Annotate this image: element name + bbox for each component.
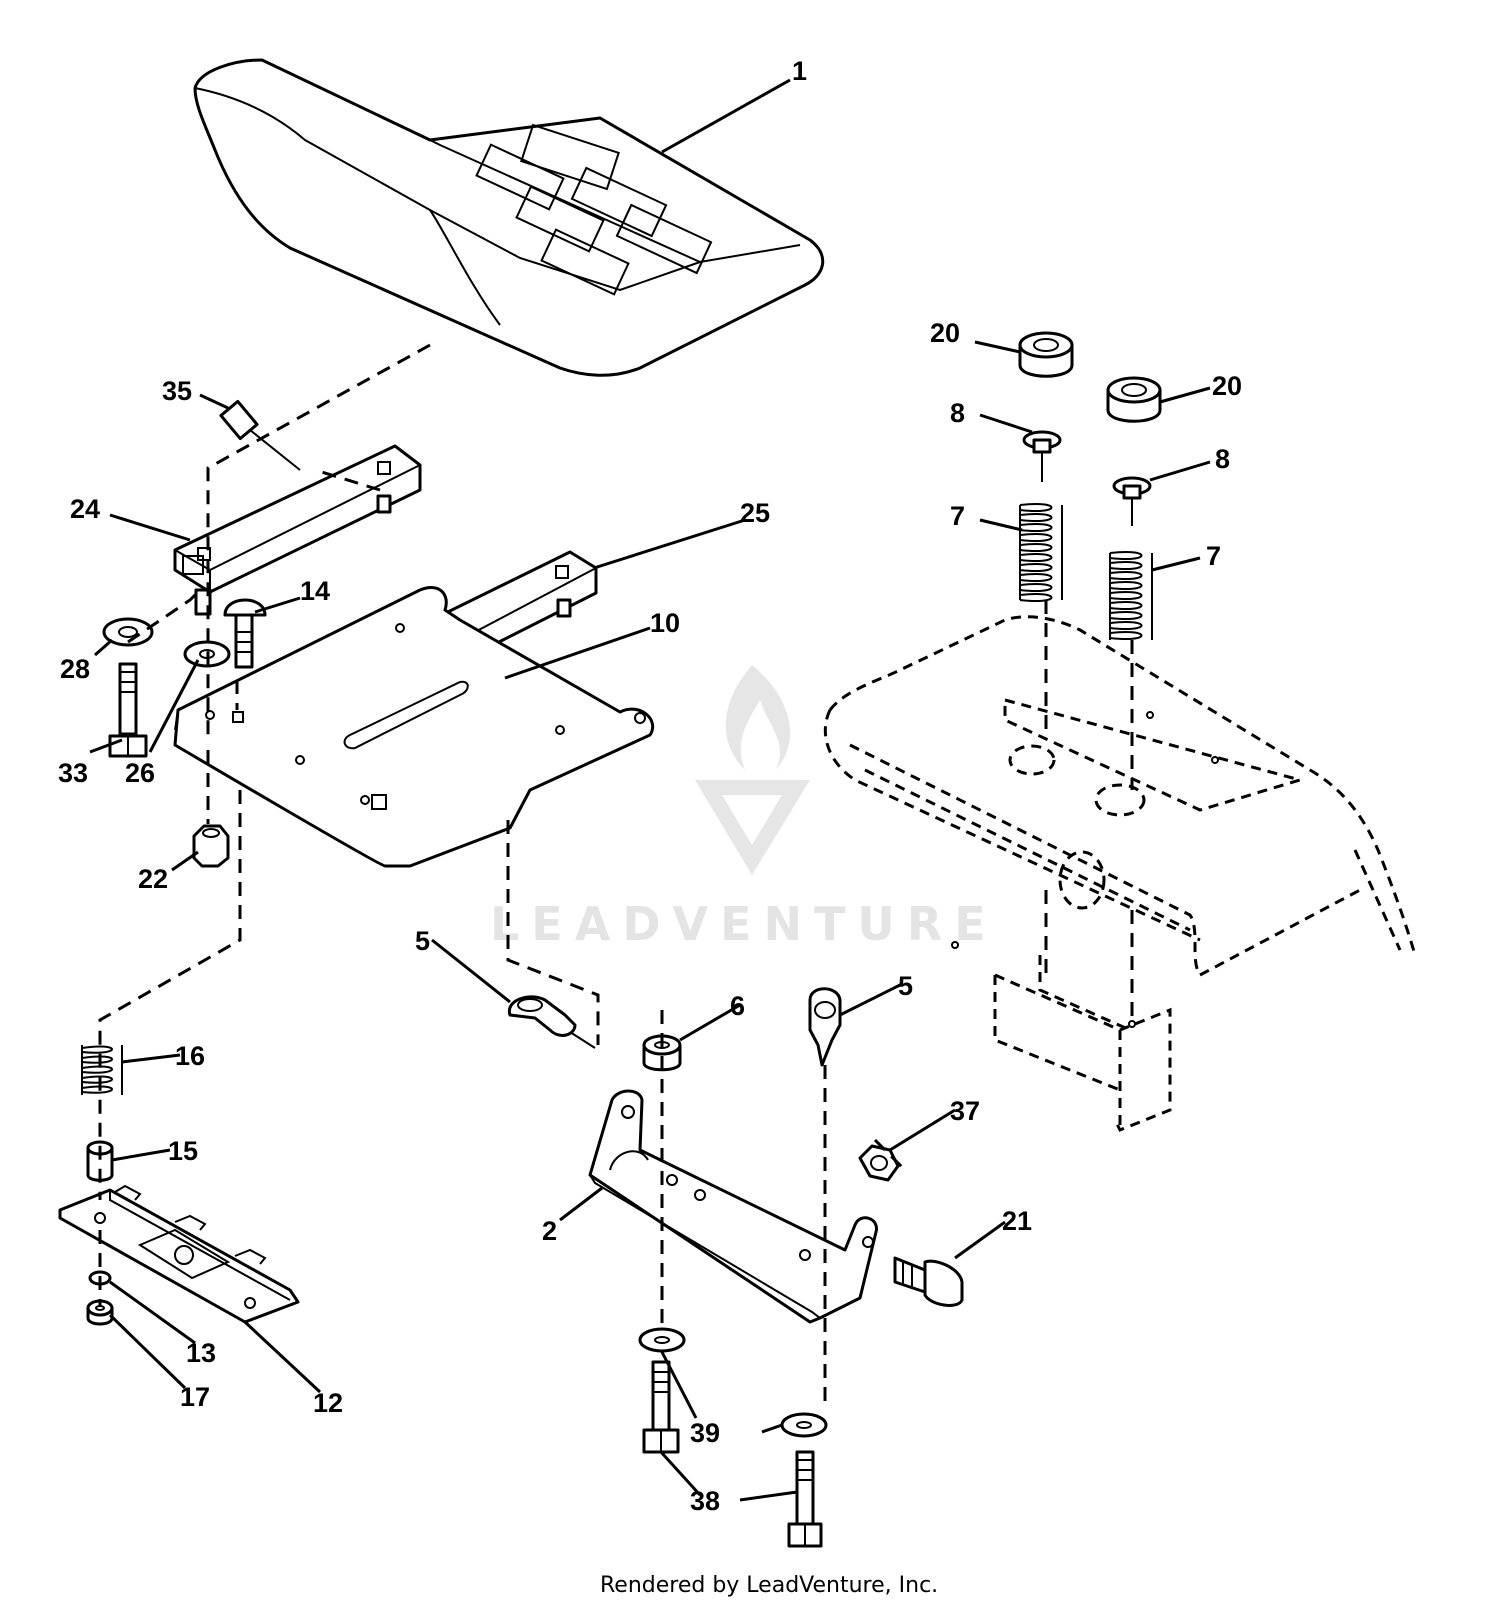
nut-part (86, 1299, 114, 1326)
callout-label: 26 (125, 758, 155, 788)
screw-part-2 (1112, 476, 1152, 526)
callout-label: 8 (1215, 444, 1230, 474)
hex-bolt-part-3 (787, 1450, 823, 1548)
watermark-v-icon (695, 780, 810, 875)
callout-label: 12 (313, 1388, 343, 1418)
pin-part (219, 399, 301, 471)
watermark: LEADVENTURE (490, 665, 998, 951)
callout-label: 17 (180, 1382, 210, 1412)
flat-washer-part-3 (780, 1412, 828, 1438)
callout-label: 25 (740, 498, 770, 528)
callout-label: 2 (542, 1216, 557, 1246)
callout-label: 20 (1212, 371, 1242, 401)
spring-part-2 (1109, 551, 1153, 640)
callout-label: 37 (950, 1096, 980, 1126)
fender-reference (823, 615, 1417, 1132)
callout-label: 5 (898, 971, 913, 1001)
callout-label: 35 (162, 376, 192, 406)
lock-washer-part (102, 617, 154, 647)
callout-label: 33 (58, 758, 88, 788)
assembly-lines (98, 343, 1134, 1410)
callout-labels: 1 20 20 8 8 7 7 35 24 25 14 10 28 33 26 … (58, 56, 1242, 1516)
callout-label: 7 (1206, 541, 1221, 571)
callout-label: 13 (186, 1338, 216, 1368)
spacer-part-1 (1018, 331, 1074, 378)
shoulder-bolt-part (893, 1256, 964, 1307)
hex-nut-part (192, 824, 230, 868)
callout-label: 28 (60, 654, 90, 684)
watermark-flame-icon (725, 665, 791, 770)
compression-spring-part (81, 1045, 123, 1095)
seat-pan-part (173, 586, 655, 868)
callout-label: 7 (950, 501, 965, 531)
callout-label: 8 (950, 398, 965, 428)
watermark-text: LEADVENTURE (490, 897, 998, 951)
callout-label: 16 (175, 1041, 205, 1071)
seat-part (193, 58, 825, 377)
screw-part-1 (1022, 430, 1062, 482)
callout-label: 22 (138, 864, 168, 894)
adjust-plate-part (58, 1184, 300, 1324)
callout-label: 1 (792, 56, 807, 86)
spring-part-1 (1019, 503, 1063, 602)
render-credit: Rendered by LeadVenture, Inc. (600, 1573, 938, 1598)
spacer-part-2 (1106, 376, 1162, 423)
callout-label: 14 (300, 576, 330, 606)
callout-label: 20 (930, 318, 960, 348)
callout-label: 21 (1002, 1206, 1032, 1236)
callout-label: 38 (690, 1486, 720, 1516)
callout-label: 6 (730, 991, 745, 1021)
callout-label: 5 (415, 926, 430, 956)
hex-bolt-part-2 (642, 1360, 680, 1454)
callout-label: 10 (650, 608, 680, 638)
clip-part-1 (507, 995, 596, 1049)
clip-part-2 (808, 987, 842, 1067)
flat-washer-part-2 (638, 1327, 686, 1353)
callout-label: 15 (168, 1136, 198, 1166)
callout-label: 39 (690, 1418, 720, 1448)
left-seat-rail-part (173, 444, 422, 616)
hex-nut-part-2 (858, 1144, 900, 1182)
leader-lines (89, 78, 1211, 1502)
callout-label: 24 (70, 494, 100, 524)
seat-bracket-part (588, 1089, 878, 1324)
